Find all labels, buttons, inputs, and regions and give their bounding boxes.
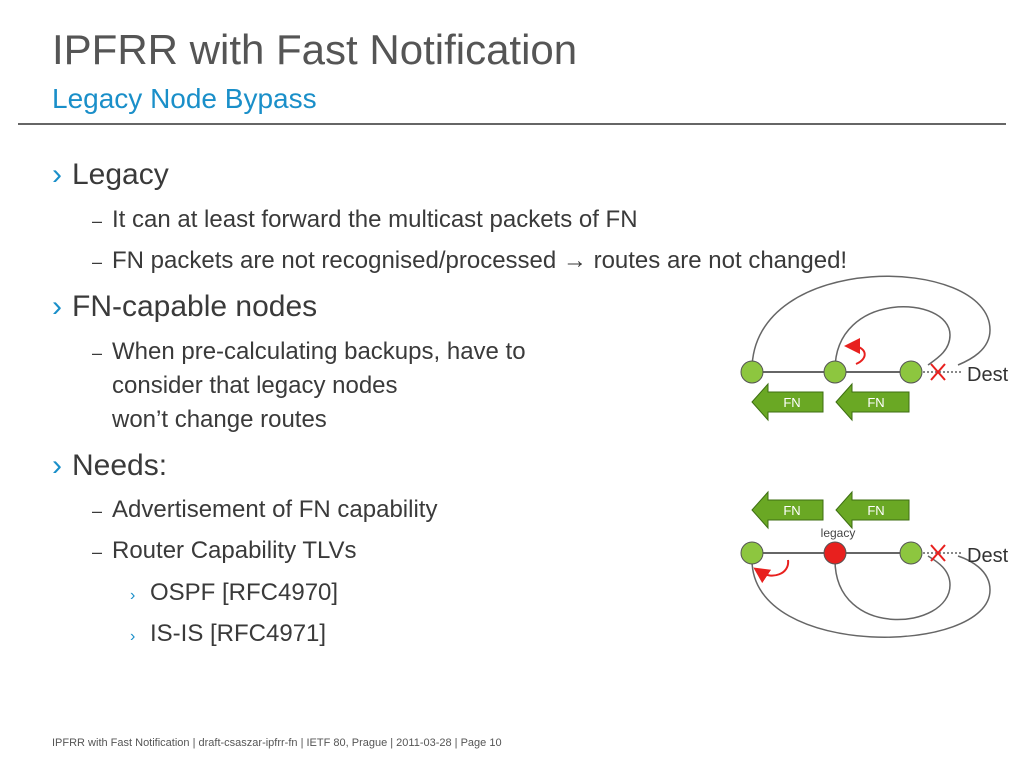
dest-label: Dest bbox=[967, 364, 1009, 386]
fn-arrow: FN bbox=[751, 490, 824, 530]
bullet-label: FN-capable nodes bbox=[72, 290, 318, 323]
dash-marker: – bbox=[92, 501, 103, 521]
sub-bullet: –Router Capability TLVs bbox=[92, 534, 357, 569]
slide-footer: IPFRR with Fast Notification | draft-csa… bbox=[52, 737, 502, 749]
backup-path-outer bbox=[751, 555, 991, 638]
fn-arrow-label: FN bbox=[783, 503, 800, 518]
title-divider bbox=[18, 123, 1006, 125]
diagram-top: Dest FN FN bbox=[740, 275, 1009, 422]
sub-sub-bullet-text: IS-IS [RFC4971] bbox=[150, 620, 327, 647]
sub-sub-bullet-text: OSPF [RFC4970] bbox=[150, 579, 339, 606]
router-node bbox=[823, 360, 847, 384]
sub-bullet-text: Router Capability TLVs bbox=[112, 537, 357, 564]
fn-arrow-label: FN bbox=[867, 395, 884, 410]
small-chevron-marker: › bbox=[130, 587, 136, 604]
sub-bullet-text: FN packets are not recognised/processed bbox=[112, 247, 557, 274]
dash-marker: – bbox=[92, 542, 103, 562]
backup-path-outer bbox=[751, 275, 991, 371]
bullet-marker: › bbox=[52, 290, 62, 323]
dash-marker: – bbox=[92, 343, 103, 363]
router-node bbox=[740, 360, 764, 384]
sub-bullet-continuation: consider that legacy nodes bbox=[112, 372, 398, 399]
fn-arrow-label: FN bbox=[783, 395, 800, 410]
reroute-arrow-icon bbox=[753, 559, 790, 584]
backup-path-inner bbox=[834, 555, 951, 621]
failure-x-icon bbox=[930, 363, 946, 381]
router-node bbox=[899, 360, 923, 384]
router-node bbox=[899, 541, 923, 565]
legacy-node-label: legacy bbox=[821, 526, 856, 540]
failure-x-icon bbox=[930, 544, 946, 562]
sub-bullet-text: routes are not changed! bbox=[593, 247, 848, 274]
sub-bullet: –When pre-calculating backups, have to bbox=[92, 335, 526, 370]
backup-path-inner bbox=[834, 306, 951, 371]
diagram-bottom: FN FN legacy Dest bbox=[740, 490, 1009, 638]
sub-bullet: –It can at least forward the multicast p… bbox=[92, 203, 638, 238]
implies-arrow-icon: → bbox=[562, 247, 587, 274]
bullet-legacy: › Legacy bbox=[52, 158, 169, 192]
sub-bullet-text: When pre-calculating backups, have to bbox=[112, 338, 526, 365]
slide-title: IPFRR with Fast Notification bbox=[52, 26, 578, 73]
bullet-label: Legacy bbox=[72, 158, 169, 191]
sub-bullet-text: It can at least forward the multicast pa… bbox=[112, 206, 638, 233]
dest-label: Dest bbox=[967, 545, 1009, 567]
sub-sub-bullet: › OSPF [RFC4970] bbox=[130, 576, 338, 613]
reroute-arrow-icon bbox=[844, 338, 866, 365]
bullet-label: Needs: bbox=[72, 449, 168, 482]
sub-sub-bullet: › IS-IS [RFC4971] bbox=[130, 617, 326, 654]
slide-subtitle: Legacy Node Bypass bbox=[52, 83, 317, 114]
dash-marker: – bbox=[92, 252, 103, 272]
sub-bullet-text: Advertisement of FN capability bbox=[112, 496, 438, 523]
fn-arrow: FN bbox=[835, 382, 910, 422]
bullet-needs: › Needs: bbox=[52, 449, 167, 483]
sub-bullet: –Advertisement of FN capability bbox=[92, 493, 437, 528]
sub-bullet-continuation: won’t change routes bbox=[112, 406, 327, 433]
fn-arrow: FN bbox=[835, 490, 910, 530]
sub-bullet: –FN packets are not recognised/processed… bbox=[92, 244, 847, 279]
fn-arrow: FN bbox=[751, 382, 824, 422]
legacy-router-node bbox=[823, 541, 847, 565]
fn-arrow-label: FN bbox=[867, 503, 884, 518]
dash-marker: – bbox=[92, 211, 103, 231]
router-node bbox=[740, 541, 764, 565]
bullet-marker: › bbox=[52, 449, 62, 482]
bullet-fn-capable: › FN-capable nodes bbox=[52, 290, 317, 324]
small-chevron-marker: › bbox=[130, 628, 136, 645]
bullet-marker: › bbox=[52, 158, 62, 191]
